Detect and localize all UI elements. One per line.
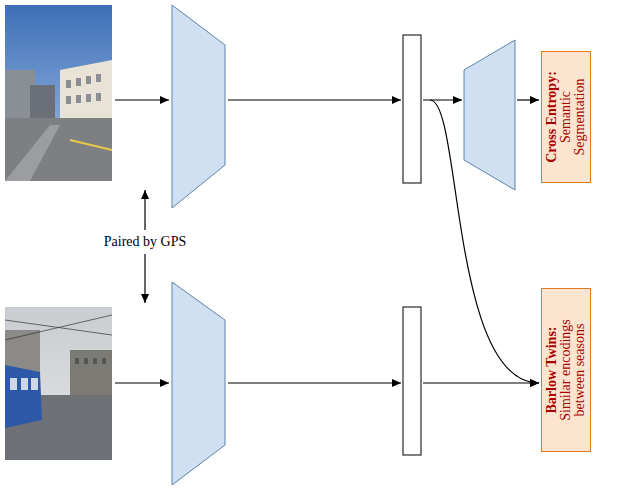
feature-vector [403, 307, 421, 455]
decoder [464, 40, 515, 190]
winter-photo [5, 307, 112, 460]
pairing-label: Paired by GPS [102, 234, 188, 250]
loss-text: Cross Entropy:Semantic Segmentation [545, 58, 587, 176]
loss-box: Barlow Twins:Similar encodings between s… [541, 288, 591, 452]
loss-name: Barlow Twins: [545, 295, 559, 445]
encoder [172, 5, 225, 208]
loss-text: Barlow Twins:Similar encodings between s… [545, 295, 587, 445]
summer-photo [5, 5, 112, 181]
feature-vector [403, 35, 421, 183]
loss-description: Semantic Segmentation [559, 58, 587, 176]
loss-description: Similar encodings between seasons [559, 295, 587, 445]
loss-box: Cross Entropy:Semantic Segmentation [541, 51, 591, 183]
loss-name: Cross Entropy: [545, 58, 559, 176]
encoder [172, 282, 225, 485]
